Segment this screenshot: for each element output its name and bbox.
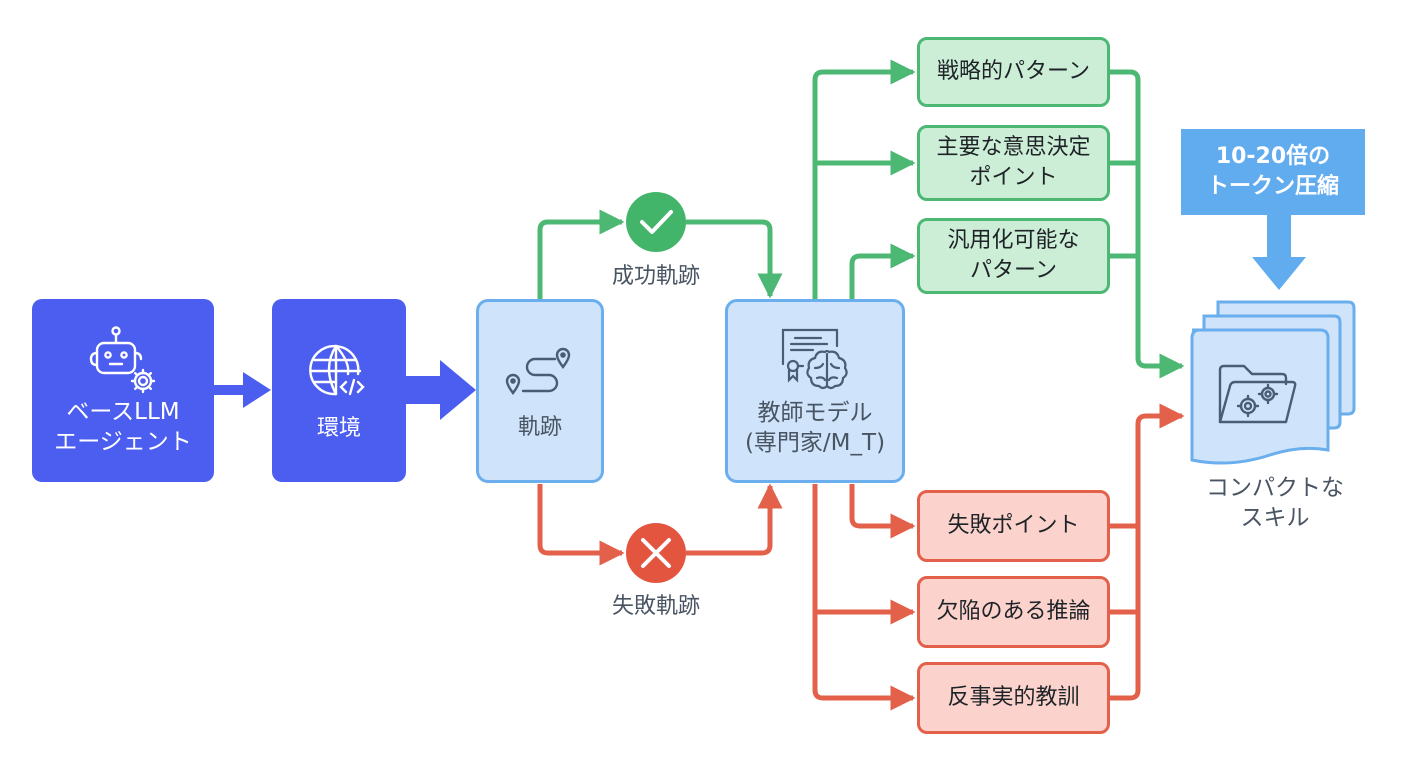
success-trajectory-label: 成功軌跡 [611, 264, 700, 289]
strategic-patterns-node[interactable]: 戦略的パターン [917, 37, 1110, 107]
token-compression-line2: トークン圧縮 [1206, 174, 1339, 199]
arrow-teacher-to-flawed-reasoning [812, 484, 916, 711]
key-decision-points-node[interactable]: 主要な意思決定 ポイント [917, 125, 1110, 201]
route-pins-icon [505, 347, 571, 396]
compact-skills-label-line2: スキル [1240, 505, 1310, 531]
failure-points-label: 失敗ポイント [947, 513, 1080, 538]
folder-gears-icon [1218, 364, 1297, 424]
arrow-trajectory-to-failure [537, 484, 625, 566]
arrow-trajectory-to-success [537, 209, 625, 300]
merge-green-to-skills [1110, 69, 1185, 379]
token-compression-callout: 10-20倍の トークン圧縮 [1181, 129, 1365, 215]
arrow-environment-to-trajectory [405, 360, 476, 420]
generalizable-patterns-node[interactable]: 汎用化可能な パターン [917, 218, 1110, 294]
arrow-teacher-to-failure-points [849, 484, 916, 539]
arrow-teacher-to-strategic [812, 59, 916, 300]
teacher-model-label-line1: 教師モデル [757, 400, 873, 426]
trajectory-label: 軌跡 [517, 415, 562, 440]
compact-skills-label-line1: コンパクトな [1206, 475, 1344, 501]
x-circle-icon [626, 523, 686, 583]
arrow-failure-to-teacher [686, 483, 783, 556]
arrow-success-to-teacher [686, 219, 783, 299]
merge-red-to-skills [1110, 403, 1185, 701]
teacher-model-label-line2: (専門家/M_T) [744, 430, 886, 456]
environment-label: 環境 [316, 415, 361, 441]
counterfactual-lessons-node[interactable]: 反事実的教訓 [917, 662, 1110, 734]
arrow-agent-to-environment [213, 372, 271, 408]
failure-trajectory-label: 失敗軌跡 [611, 594, 700, 619]
base-llm-agent-label-line1: ベースLLM [66, 398, 180, 425]
strategic-patterns-label: 戦略的パターン [937, 59, 1090, 84]
counterfactual-lessons-label: 反事実的教訓 [947, 685, 1080, 710]
key-decision-points-label-line2: ポイント [969, 165, 1058, 190]
globe-code-icon [309, 344, 365, 395]
environment-node[interactable]: 環境 [272, 299, 406, 482]
generalizable-patterns-label-line2: パターン [970, 258, 1057, 283]
trajectory-node[interactable]: 軌跡 [476, 299, 604, 483]
flawed-reasoning-node[interactable]: 欠陥のある推論 [917, 576, 1110, 648]
generalizable-patterns-label-line1: 汎用化可能な [947, 228, 1080, 253]
certificate-brain-icon [781, 328, 848, 390]
token-compression-line1: 10-20倍の [1215, 144, 1331, 169]
check-circle-icon [626, 192, 686, 252]
flawed-reasoning-label: 欠陥のある推論 [936, 599, 1091, 624]
skills-card-stack [1190, 300, 1356, 465]
base-llm-agent-label-line2: エージェント [54, 428, 192, 455]
failure-points-node[interactable]: 失敗ポイント [917, 490, 1110, 562]
base-llm-agent-node[interactable]: ベースLLM エージェント [32, 299, 214, 482]
arrow-compression-down [1252, 214, 1306, 290]
arrow-teacher-to-generalizable [849, 243, 916, 300]
teacher-model-node[interactable]: 教師モデル (専門家/M_T) [725, 299, 905, 483]
robot-gear-icon [89, 325, 156, 393]
key-decision-points-label-line1: 主要な意思決定 [936, 135, 1091, 160]
